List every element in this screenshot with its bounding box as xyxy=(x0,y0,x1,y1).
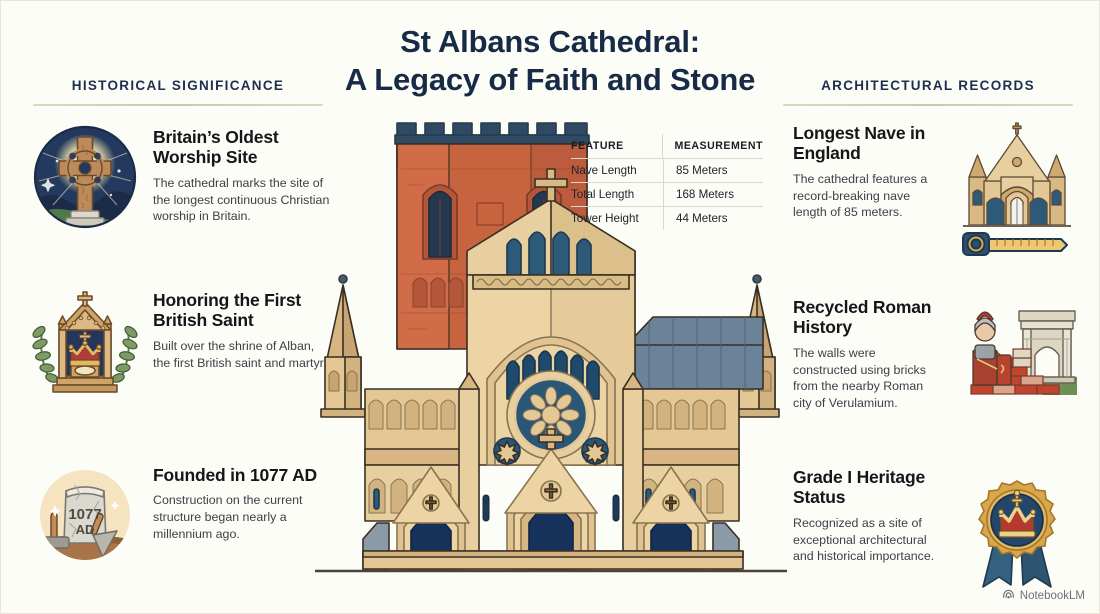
fact-body: The cathedral marks the site of the long… xyxy=(153,175,330,224)
page-title: St Albans Cathedral: A Legacy of Faith a… xyxy=(1,23,1099,100)
fact-grade-i-heritage-status: Grade I Heritage Status Recognized as a … xyxy=(789,463,1077,588)
stone-year-line-1: 1077 xyxy=(68,506,101,523)
table-row: Total Length 168 Meters xyxy=(571,182,763,206)
right-column-header: ARCHITECTURAL RECORDS xyxy=(783,78,1073,106)
fact-britains-oldest-worship-site: Britain’s Oldest Worship Site The cathed… xyxy=(31,123,331,231)
fact-longest-nave-in-england: Longest Nave in England The cathedral fe… xyxy=(789,119,1077,256)
table-row: Nave Length 85 Meters xyxy=(571,158,763,182)
watermark-label: NotebookLM xyxy=(1019,590,1085,602)
shrine-with-crown-icon xyxy=(31,286,139,394)
left-column-header-label: HISTORICAL SIGNIFICANCE xyxy=(71,78,285,93)
fact-heading: Recycled Roman History xyxy=(793,297,932,338)
fact-founded-in-1077-ad: 1077 AD Founded in 1077 AD Construction … xyxy=(31,461,331,569)
table-header-measurement: MEASUREMENT xyxy=(661,134,764,158)
fact-heading: Grade I Heritage Status xyxy=(793,467,925,508)
roman-soldier-arch-bricks-icon xyxy=(957,293,1077,401)
table-cell-feature: Total Length xyxy=(571,188,635,201)
cathedral-facade-with-tape-measure-icon xyxy=(957,119,1077,256)
fact-recycled-roman-history: Recycled Roman History The walls were co… xyxy=(789,293,1077,411)
fact-body: The walls were constructed using bricks … xyxy=(793,345,926,410)
left-column-header: HISTORICAL SIGNIFICANCE xyxy=(33,78,323,106)
right-header-divider xyxy=(783,104,1073,106)
table-cell-measurement: 168 Meters xyxy=(663,183,763,206)
right-column-header-label: ARCHITECTURAL RECORDS xyxy=(821,78,1035,93)
table-cell-feature: Nave Length xyxy=(571,164,637,177)
fact-heading: Longest Nave in England xyxy=(793,123,926,164)
measurement-table: FEATURE MEASUREMENT Nave Length 85 Meter… xyxy=(571,134,763,230)
heritage-rosette-badge-icon xyxy=(957,463,1077,588)
fact-body: Built over the shrine of Alban, the firs… xyxy=(153,338,327,370)
fact-body: Construction on the current structure be… xyxy=(153,493,303,541)
fact-heading: Founded in 1077 AD xyxy=(153,465,317,485)
title-line-2: A Legacy of Faith and Stone xyxy=(344,62,756,98)
table-cell-measurement: 44 Meters xyxy=(663,207,763,230)
table-row: Tower Height 44 Meters xyxy=(571,206,763,230)
title-line-1: St Albans Cathedral: xyxy=(400,24,700,59)
fact-heading: Honoring the First British Saint xyxy=(153,290,302,331)
notebooklm-logo-icon xyxy=(1002,588,1015,604)
celtic-cross-icon xyxy=(31,123,139,231)
fact-body: Recognized as a site of exceptional arch… xyxy=(793,515,935,564)
watermark: NotebookLM xyxy=(1002,588,1085,604)
fact-honoring-first-british-saint: Honoring the First British Saint Built o… xyxy=(31,286,331,394)
table-header-feature: FEATURE xyxy=(571,140,624,152)
table-cell-feature: Tower Height xyxy=(571,212,639,225)
fact-body: The cathedral features a record-breaking… xyxy=(793,171,928,220)
left-header-divider xyxy=(33,104,323,106)
foundation-stone-icon: 1077 AD xyxy=(31,461,139,569)
table-cell-measurement: 85 Meters xyxy=(663,159,763,182)
cathedral-illustration xyxy=(301,99,801,599)
stone-year-line-2: AD xyxy=(76,522,95,537)
table-header-row: FEATURE MEASUREMENT xyxy=(571,134,763,158)
fact-heading: Britain’s Oldest Worship Site xyxy=(153,127,279,168)
